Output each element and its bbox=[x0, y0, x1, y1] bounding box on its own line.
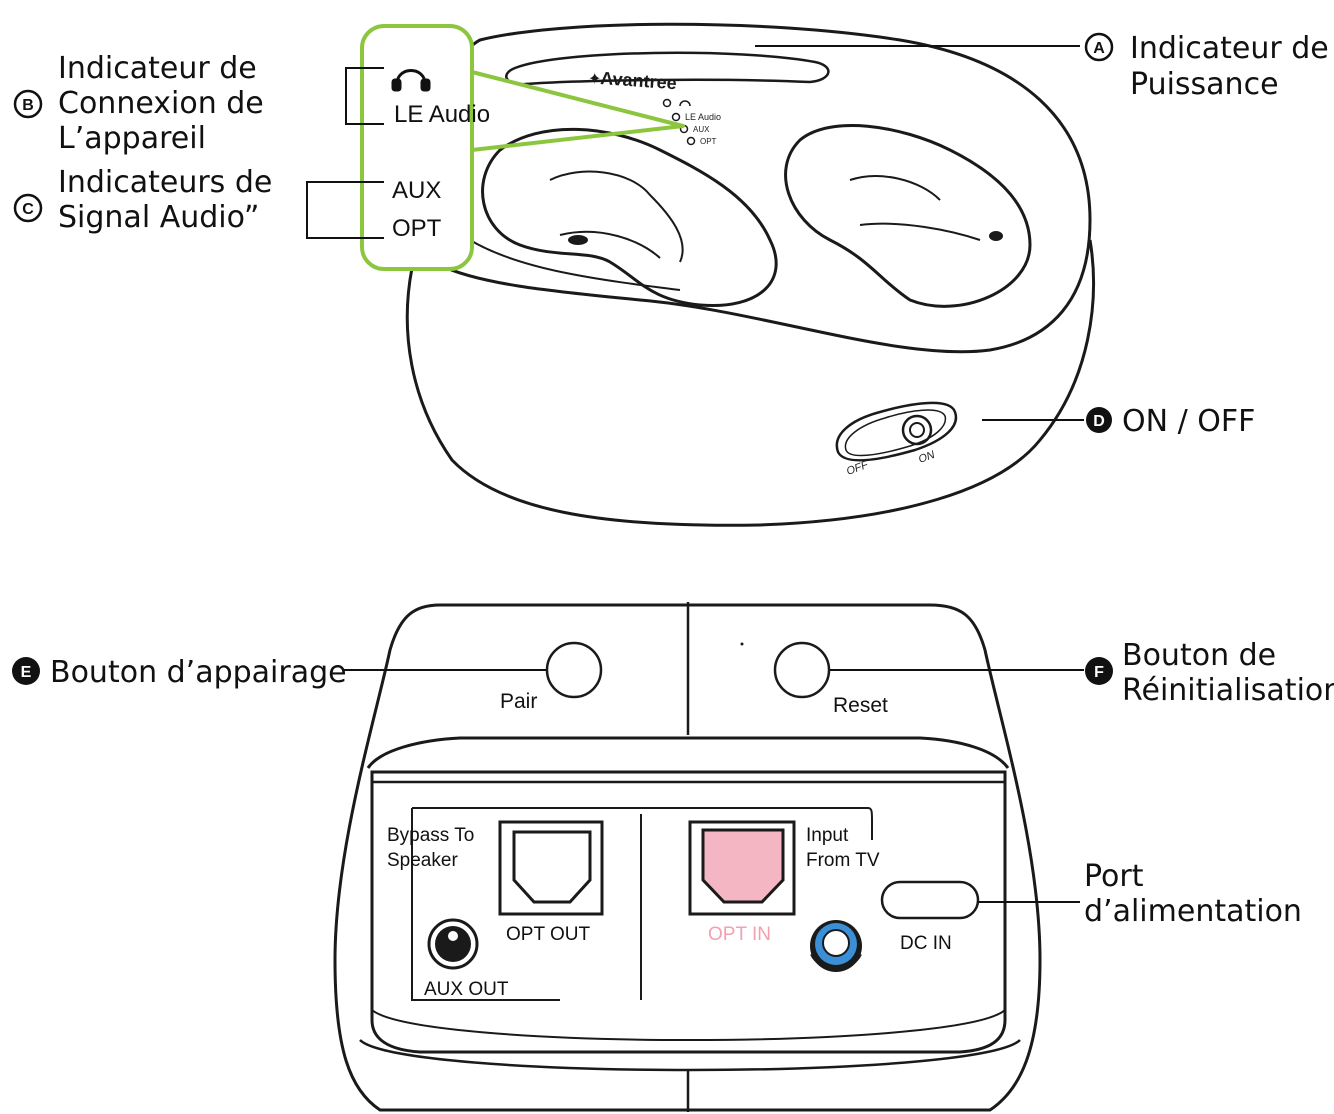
reset-button[interactable] bbox=[773, 641, 831, 699]
callout-a-badge bbox=[1084, 32, 1114, 62]
callout-d-badge bbox=[1086, 407, 1112, 433]
callout-b: B Indicateur de Connexion de L’appareil bbox=[13, 51, 264, 156]
base-body bbox=[405, 239, 1095, 527]
pair-button[interactable] bbox=[545, 641, 603, 699]
pair-label: Pair bbox=[500, 690, 537, 713]
aux-out-jack bbox=[427, 918, 479, 970]
dc-in-label: DC IN bbox=[900, 933, 952, 954]
callout-e-badge bbox=[12, 657, 40, 685]
indicator-highlight: LE Audio AUX OPT bbox=[360, 24, 685, 271]
port-recess bbox=[370, 770, 1007, 1054]
callout-c-line1: Indicateurs de bbox=[58, 165, 272, 200]
callout-b-badge bbox=[13, 89, 43, 119]
callout-f: F Bouton de Réinitialisation bbox=[830, 638, 1334, 708]
callout-c-badge-letter: C bbox=[22, 201, 34, 218]
bypass-label-line2: Speaker bbox=[387, 850, 458, 871]
callout-b-line1: Indicateur de bbox=[58, 51, 257, 86]
callout-g-line2: d’alimentation bbox=[1084, 894, 1302, 929]
back-shell-outer bbox=[333, 603, 1042, 1112]
callout-b-badge-letter: B bbox=[22, 97, 34, 114]
callout-f-line2: Réinitialisation bbox=[1122, 673, 1334, 708]
opt-out-label: OPT OUT bbox=[506, 924, 590, 945]
callout-e-line1: Bouton d’appairage bbox=[50, 655, 347, 690]
switch-label-off: OFF bbox=[845, 459, 871, 478]
input-label-line2: From TV bbox=[806, 850, 880, 871]
device-led-label-opt: OPT bbox=[700, 137, 717, 146]
reset-label: Reset bbox=[833, 694, 888, 717]
callout-f-line1: Bouton de bbox=[1122, 638, 1276, 673]
indicator-aux-label: AUX bbox=[392, 177, 441, 204]
charging-base-illustration bbox=[405, 22, 1095, 527]
input-label-line1: Input bbox=[806, 825, 849, 846]
callout-a: A Indicateur de Puissance bbox=[755, 31, 1329, 102]
left-earbud-slot bbox=[481, 127, 778, 308]
indicator-callout-box bbox=[360, 24, 474, 271]
indicator-opt-label: OPT bbox=[392, 215, 442, 242]
callout-g: Port d’alimentation bbox=[978, 859, 1302, 929]
right-earbud-slot bbox=[784, 124, 1032, 308]
callout-b-bracket bbox=[345, 67, 384, 125]
callout-c: C Indicateurs de Signal Audio” bbox=[13, 165, 272, 235]
port-frame bbox=[411, 807, 873, 1001]
callout-c-bracket bbox=[306, 181, 384, 239]
aux-in-jack bbox=[810, 920, 862, 972]
callout-e: E Bouton d’appairage bbox=[12, 655, 546, 690]
device-led-label-le-audio: LE Audio bbox=[685, 112, 721, 122]
callout-f-badge bbox=[1085, 657, 1113, 685]
device-led-row: LE Audio AUX OPT bbox=[662, 98, 721, 146]
callout-a-line2: Puissance bbox=[1130, 67, 1279, 102]
callout-d: D ON / OFF bbox=[982, 404, 1255, 439]
brand-logo-mark: ✦ bbox=[588, 71, 601, 88]
opt-out-port bbox=[498, 820, 604, 916]
callout-c-badge bbox=[13, 193, 43, 223]
aux-out-label: AUX OUT bbox=[424, 979, 509, 1000]
device-led-label-aux: AUX bbox=[693, 125, 710, 134]
headphone-icon bbox=[391, 69, 431, 92]
callout-b-line3: L’appareil bbox=[58, 121, 206, 156]
callout-d-line1: ON / OFF bbox=[1122, 404, 1255, 439]
callout-g-line1: Port bbox=[1084, 859, 1144, 894]
callout-e-badge-letter: E bbox=[21, 664, 32, 681]
power-switch[interactable] bbox=[835, 401, 958, 462]
opt-in-label: OPT IN bbox=[708, 924, 771, 945]
callout-a-line1: Indicateur de bbox=[1130, 31, 1329, 66]
indicator-zoom-connector bbox=[471, 70, 685, 152]
dc-in-port bbox=[880, 880, 980, 920]
switch-label-on: ON bbox=[917, 449, 937, 466]
callout-f-badge-letter: F bbox=[1094, 664, 1104, 681]
opt-in-port bbox=[688, 820, 796, 916]
callout-b-line2: Connexion de bbox=[58, 86, 264, 121]
back-panel-illustration bbox=[333, 602, 1042, 1112]
brand-logo: Avantree bbox=[600, 68, 678, 93]
callout-c-line2: Signal Audio” bbox=[58, 200, 259, 235]
bypass-label-line1: Bypass To bbox=[387, 825, 474, 846]
indicator-le-audio-label: LE Audio bbox=[394, 101, 490, 128]
callout-d-badge-letter: D bbox=[1093, 413, 1105, 430]
port-recess-top bbox=[366, 736, 1010, 769]
base-top-rim bbox=[410, 22, 1092, 354]
opt-in-port-fill bbox=[701, 828, 785, 904]
callout-a-badge-letter: A bbox=[1093, 40, 1105, 57]
